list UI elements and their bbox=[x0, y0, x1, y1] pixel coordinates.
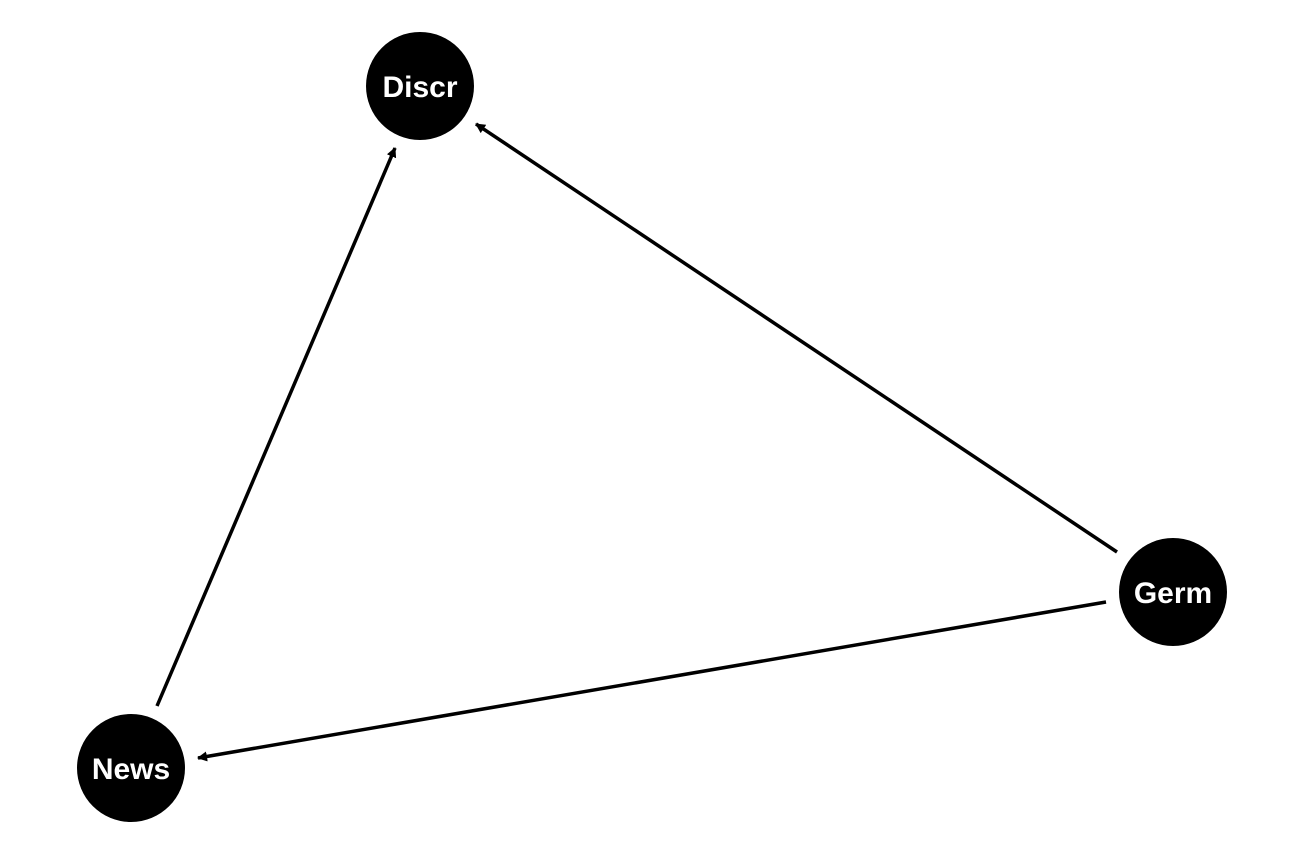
node-discr-circle bbox=[366, 32, 474, 140]
node-discr-label: Discr bbox=[382, 71, 457, 104]
edge-germ-to-news bbox=[197, 600, 1107, 762]
node-germ-label: Germ bbox=[1134, 577, 1212, 610]
node-news-circle bbox=[77, 714, 185, 822]
node-germ: Germ bbox=[1119, 538, 1227, 646]
edge-news-to-discr bbox=[155, 147, 397, 707]
node-discr: Discr bbox=[366, 32, 474, 140]
node-news: News bbox=[77, 714, 185, 822]
edge-germ-to-discr bbox=[475, 122, 1118, 554]
node-germ-circle bbox=[1119, 538, 1227, 646]
node-news-label: News bbox=[92, 753, 170, 786]
